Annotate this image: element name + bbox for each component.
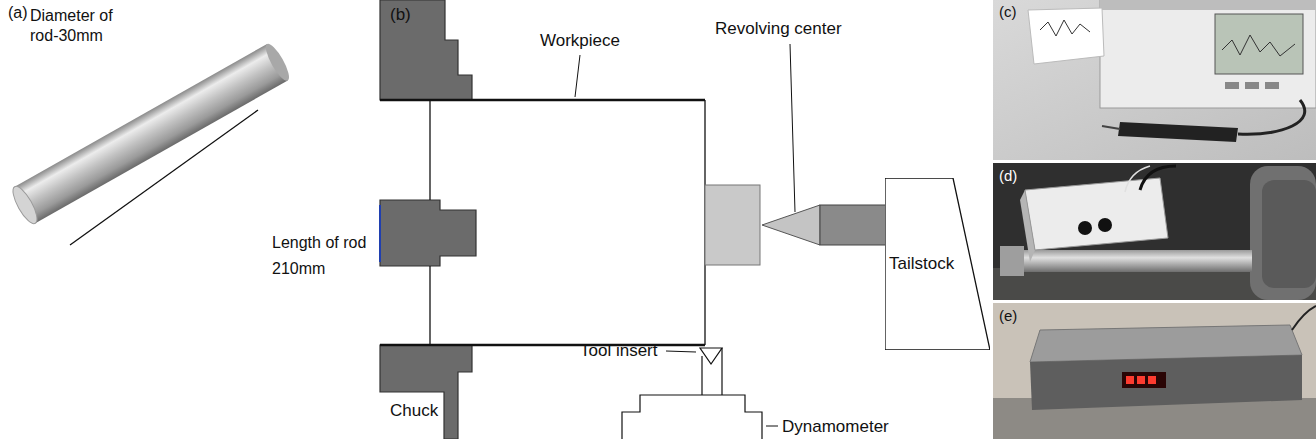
- center-cup: [705, 185, 760, 265]
- lathe-chuck: [1250, 166, 1316, 300]
- printout-paper: [1028, 8, 1104, 64]
- workpiece-edge: [380, 99, 705, 102]
- chuck-jaw: [380, 0, 472, 100]
- scale-front: [1030, 355, 1302, 410]
- rod-face: [9, 183, 42, 226]
- rod-illustration: [9, 41, 293, 227]
- block-hole: [1098, 218, 1112, 232]
- display-digit: [1126, 376, 1134, 384]
- tailstock-shape: Tailstock: [885, 178, 990, 350]
- length-line: [70, 110, 258, 245]
- figure-label: Diameter of rod-30mm: [30, 6, 130, 46]
- figure-label: Length of rod 210mm: [272, 230, 382, 281]
- chuck-mark: [379, 205, 381, 262]
- probe-cable: [1238, 100, 1305, 134]
- tester-button: [1225, 82, 1239, 89]
- leader-line: [575, 55, 580, 97]
- shaft-collar: [1000, 246, 1024, 276]
- leader-line: [766, 426, 778, 427]
- photo-gap: [993, 300, 1316, 303]
- chuck-line: [429, 266, 430, 345]
- figure-label: (a): [8, 3, 28, 23]
- figure-label: Workpiece: [540, 30, 620, 51]
- figure-label: Tool insert: [580, 340, 657, 361]
- center-cone: [762, 205, 820, 245]
- chuck-line: [429, 100, 430, 200]
- scale-display: [1122, 372, 1166, 388]
- photo-ground: [993, 0, 1316, 160]
- rod-end: [262, 41, 293, 83]
- photo-gap: [993, 160, 1316, 163]
- sensor-cable: [1140, 166, 1176, 190]
- screen-trace: [1222, 35, 1295, 56]
- probe-body: [1118, 122, 1238, 142]
- figure-label: Revolving center: [715, 18, 842, 39]
- figure-label: Chuck: [390, 400, 438, 421]
- tester-body: [1100, 0, 1316, 108]
- photo-ground: [993, 303, 1316, 439]
- tool-holder: [721, 348, 722, 395]
- sensor-cable: [1125, 166, 1150, 192]
- rod-body: [15, 44, 288, 223]
- probe-tip: [1102, 126, 1120, 129]
- chuck-jaw: [380, 200, 476, 266]
- scale-cable: [1292, 306, 1316, 330]
- tailstock-outline: [885, 178, 990, 350]
- leader-line: [666, 351, 696, 352]
- dynamometer-body: [622, 395, 762, 439]
- tester-button: [1265, 82, 1279, 89]
- tester-screen: [1215, 14, 1303, 74]
- node-label: Tailstock: [889, 254, 954, 274]
- tool-insert: [700, 348, 722, 364]
- figure-label: Dynamometer: [782, 416, 889, 437]
- node-text-holder: Tailstock: [889, 178, 954, 350]
- tester-top: [1100, 0, 1316, 10]
- display-digit: [1148, 376, 1156, 384]
- lathe-chuck: [1262, 180, 1316, 288]
- printout-trace: [1040, 20, 1090, 36]
- dynamometer-block: [1025, 178, 1168, 250]
- figure-label: (c): [999, 3, 1017, 22]
- chuck-jaw: [380, 345, 472, 439]
- tool-holder: [701, 356, 702, 395]
- tester-button: [1245, 82, 1259, 89]
- lathe-shaft: [1000, 250, 1252, 272]
- figure-label: (b): [390, 4, 411, 25]
- display-digit: [1137, 376, 1145, 384]
- figure-label: (d): [999, 167, 1017, 186]
- figure-label: (e): [999, 307, 1017, 326]
- photo-ground: [993, 163, 1316, 300]
- leader-line: [790, 44, 795, 212]
- center-shank: [820, 205, 886, 245]
- block-hole: [1078, 221, 1092, 235]
